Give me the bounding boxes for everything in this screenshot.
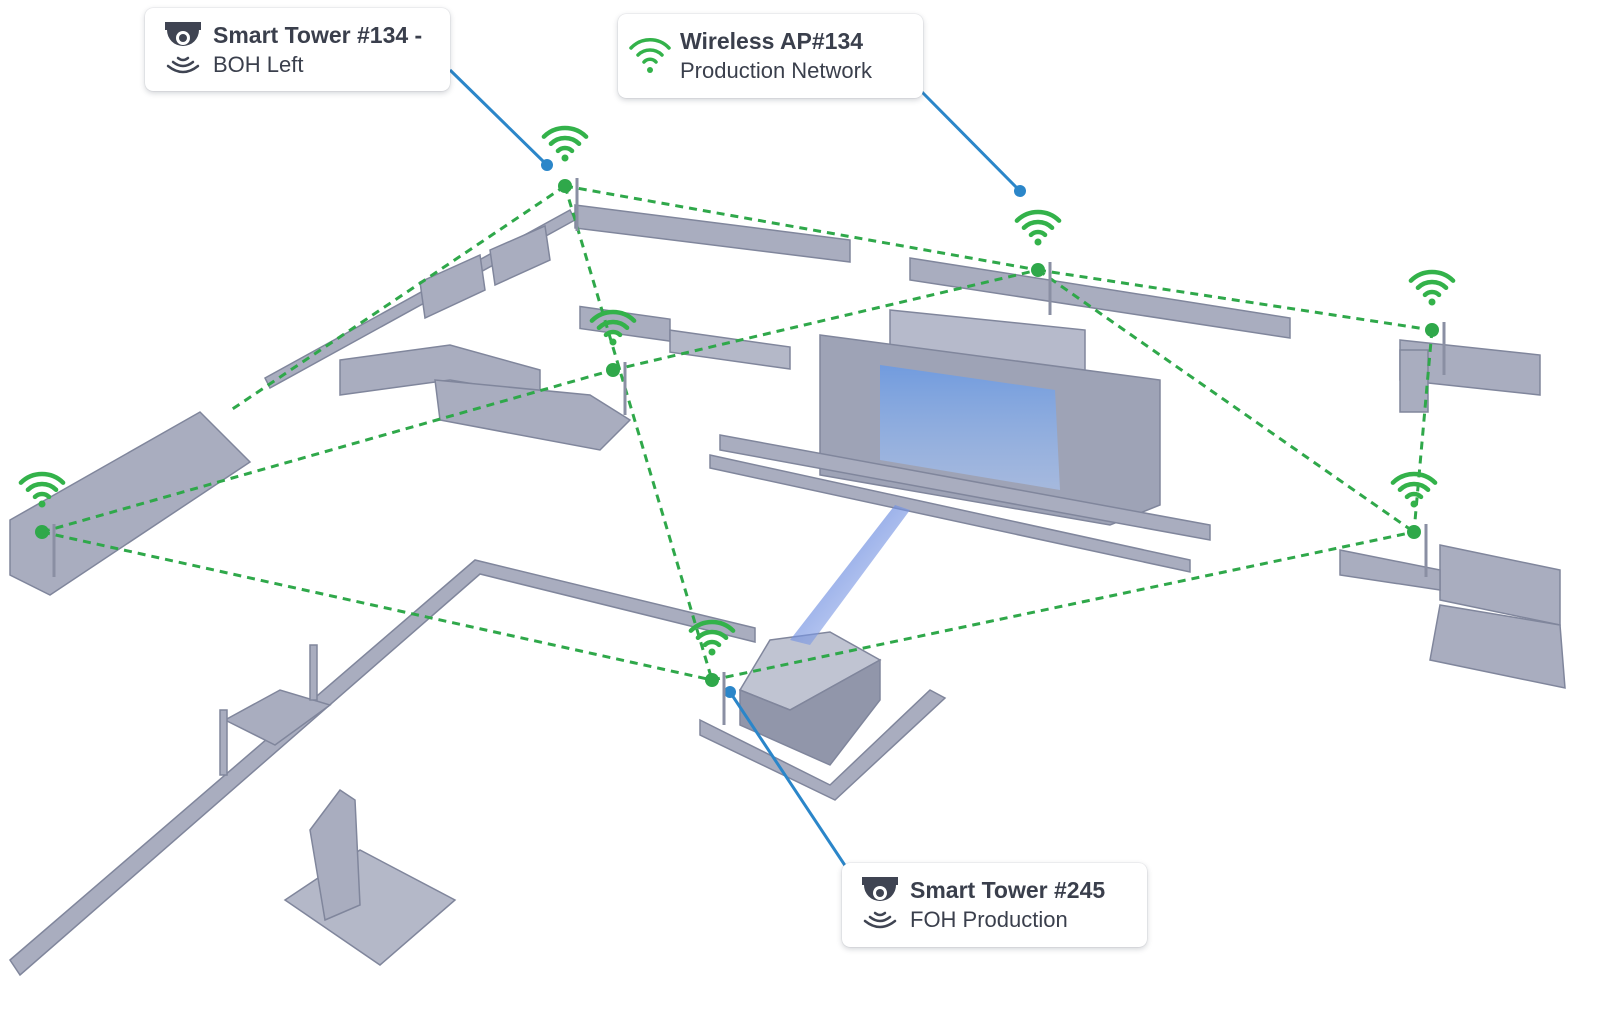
callout-subtitle: FOH Production <box>910 907 1068 932</box>
wifi-arc <box>1014 209 1062 223</box>
fence-top <box>574 204 851 263</box>
walkway-fence <box>9 559 756 977</box>
container-right-tower <box>1399 349 1429 413</box>
wifi-icon <box>629 38 671 73</box>
node-dot <box>558 179 572 193</box>
wifi-arc <box>541 125 589 139</box>
link-6 <box>41 368 614 534</box>
venue-structures <box>9 204 1566 977</box>
node-dot <box>35 525 49 539</box>
network-links <box>41 184 1434 682</box>
container-1 <box>419 253 486 320</box>
wifi-icon <box>561 154 569 162</box>
foh-building <box>739 658 881 766</box>
camera-tower-icon <box>165 21 201 73</box>
wifi-arc <box>1422 289 1442 298</box>
wifi-arc <box>702 639 722 648</box>
wifi-arc <box>1415 279 1449 291</box>
wifi-node-7[interactable] <box>688 619 736 725</box>
platform-structure <box>283 849 457 966</box>
link-8 <box>711 530 1415 682</box>
callout-title: Wireless AP#134 <box>680 28 864 54</box>
truss-tower-2 <box>219 709 228 776</box>
node-dot <box>1407 525 1421 539</box>
container-2 <box>489 224 551 287</box>
wifi-arc <box>25 481 59 493</box>
link-4 <box>563 185 714 681</box>
wifi-arc <box>695 629 729 641</box>
callout-title: Smart Tower #245 <box>910 877 1106 903</box>
front-barrier <box>719 434 1211 541</box>
callout-smart-tower-134[interactable]: Smart Tower #134 - BOH Left <box>145 8 450 91</box>
callout-subtitle: Production Network <box>680 58 872 83</box>
wifi-icon <box>609 338 617 346</box>
tent-row-left <box>9 411 252 596</box>
leader-lines <box>448 68 1026 871</box>
wifi-node-5[interactable] <box>18 471 66 577</box>
wifi-icon <box>1410 500 1418 508</box>
platform-tower <box>309 788 361 922</box>
node-dot <box>1031 263 1045 277</box>
wifi-arc <box>18 471 66 485</box>
wifi-arc <box>1397 481 1431 493</box>
wifi-arc <box>1404 491 1424 500</box>
front-barrier-2 <box>709 454 1191 573</box>
wifi-icon <box>708 648 716 656</box>
wifi-arc <box>1028 229 1048 238</box>
stage-light-beam <box>790 505 910 645</box>
wifi-arc <box>32 491 52 500</box>
truss-tower-1 <box>309 644 318 701</box>
wifi-node-2[interactable] <box>1014 209 1062 315</box>
link-5 <box>612 268 1039 372</box>
wifi-arc <box>555 145 575 154</box>
fence-right-lower <box>1339 549 1441 591</box>
leader-tower-245-dot <box>724 686 736 698</box>
leader-ap-134-dot <box>1014 185 1026 197</box>
leader-ap-134 <box>920 90 1022 193</box>
wifi-arc <box>1021 219 1055 231</box>
wifi-icon <box>1034 238 1042 246</box>
wifi-arc <box>603 329 623 338</box>
wifi-arc <box>548 135 582 147</box>
link-1 <box>564 184 1039 272</box>
wifi-arc <box>688 619 736 633</box>
wifi-icon <box>1428 298 1436 306</box>
node-dot <box>705 673 719 687</box>
leader-tower-245 <box>728 691 850 871</box>
container-row-right-top <box>909 257 1291 339</box>
callout-title: Smart Tower #134 - <box>213 21 423 48</box>
wifi-node-6[interactable] <box>1390 471 1438 577</box>
camera-tower-icon <box>862 877 898 929</box>
leader-tower-134 <box>448 68 549 167</box>
wifi-arc <box>1408 269 1456 283</box>
link-2 <box>1037 268 1433 332</box>
link-3 <box>227 184 566 414</box>
leader-tower-134-dot <box>541 159 553 171</box>
node-dot <box>606 363 620 377</box>
wifi-node-4[interactable] <box>589 309 637 415</box>
tent-row-center <box>434 379 632 451</box>
link-7 <box>41 530 713 682</box>
node-dot <box>1425 323 1439 337</box>
callout-smart-tower-245[interactable]: Smart Tower #245 FOH Production <box>842 863 1147 947</box>
wifi-arc <box>1390 471 1438 485</box>
wifi-node-3[interactable] <box>1408 269 1456 375</box>
callout-subtitle: BOH Left <box>213 51 304 77</box>
wifi-arc <box>596 319 630 331</box>
wifi-nodes <box>18 125 1456 725</box>
wifi-icon <box>38 500 46 508</box>
tent-row-right <box>1429 604 1566 689</box>
callout-wireless-ap-134[interactable]: Wireless AP#134 Production Network <box>618 14 923 98</box>
link-10 <box>1412 329 1434 533</box>
stage-screen <box>880 365 1060 490</box>
wifi-node-1[interactable] <box>541 125 589 231</box>
foh-fence <box>699 689 947 801</box>
tent-lower-left <box>223 689 332 746</box>
link-9 <box>1037 268 1415 534</box>
wifi-arc <box>589 309 637 323</box>
